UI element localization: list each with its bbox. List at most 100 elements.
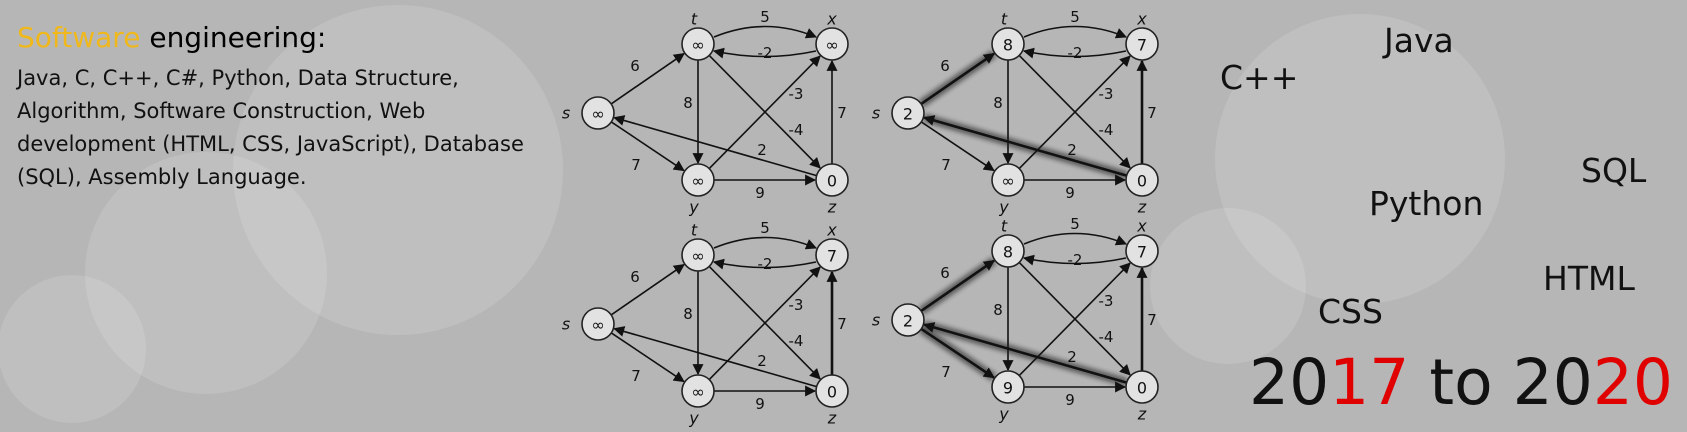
edge-weight: 7 — [631, 367, 641, 385]
node-distance: 7 — [1137, 243, 1147, 262]
edge-arrow — [920, 327, 995, 379]
node-label: t — [691, 221, 698, 240]
edge-arrow — [610, 121, 685, 172]
edge-weight: 8 — [993, 94, 1003, 112]
node-distance: ∞ — [691, 247, 704, 266]
graph-node — [991, 27, 1025, 61]
node-distance: ∞ — [591, 105, 604, 124]
graph-node — [991, 370, 1025, 404]
edge-arrow — [712, 258, 817, 270]
node-label: t — [1001, 10, 1008, 29]
graph-node — [681, 163, 715, 197]
tech-word-css: CSS — [1318, 292, 1383, 331]
bg-circle — [233, 5, 563, 335]
edge-weight: -2 — [1068, 44, 1083, 62]
node-distance: 2 — [903, 312, 913, 331]
edge-weight: 7 — [631, 156, 641, 174]
node-label: s — [872, 311, 880, 330]
edge-weight: 2 — [1067, 141, 1077, 159]
edge-weight: -4 — [789, 121, 804, 139]
node-label: z — [1137, 405, 1147, 424]
edge-weight: 6 — [940, 264, 950, 282]
node-distance: ∞ — [691, 383, 704, 402]
node-distance: 2 — [903, 105, 913, 124]
edge-arrow — [1022, 47, 1127, 59]
node-distance: ∞ — [691, 172, 704, 191]
bg-circle — [1215, 14, 1505, 304]
graph-node — [1125, 27, 1159, 61]
graph-node — [815, 27, 849, 61]
graph-node — [681, 374, 715, 408]
edge-weight: 5 — [760, 8, 770, 26]
edge-arrow — [610, 52, 685, 105]
edge-weight: 5 — [760, 219, 770, 237]
graph-node — [581, 307, 615, 341]
graph-node — [815, 374, 849, 408]
node-distance: 0 — [1137, 172, 1147, 191]
edge-arrow — [610, 263, 685, 316]
edge-arrow — [920, 259, 995, 312]
node-distance: ∞ — [1001, 172, 1014, 191]
node-distance: ∞ — [825, 36, 838, 55]
edge-weight: -4 — [1099, 121, 1114, 139]
edge-weight: 7 — [1147, 311, 1157, 329]
graph-node — [991, 163, 1025, 197]
year-separator: to — [1409, 346, 1513, 419]
node-label: z — [827, 409, 837, 428]
year-part: 20 — [1249, 346, 1330, 419]
edge-weight: 6 — [630, 268, 640, 286]
edge-arrow — [923, 322, 1127, 384]
node-distance: 9 — [1003, 379, 1013, 398]
bg-circle — [0, 275, 146, 423]
edge-weight: 2 — [757, 141, 767, 159]
node-distance: 0 — [1137, 379, 1147, 398]
edge-weight: -3 — [1099, 292, 1114, 310]
edge-weight: -3 — [789, 85, 804, 103]
edge-arrow — [923, 115, 1127, 177]
graph-node — [891, 96, 925, 130]
edge-weight: 9 — [755, 395, 765, 413]
graph-node — [815, 163, 849, 197]
edge-weight: 6 — [630, 57, 640, 75]
bg-circle — [85, 152, 327, 394]
edge-arrow — [713, 236, 818, 250]
edge-weight: 7 — [837, 104, 847, 122]
edge-weight: 6 — [940, 57, 950, 75]
node-label: z — [827, 198, 837, 217]
node-label: x — [1136, 217, 1147, 236]
node-label: y — [688, 198, 699, 217]
heading-highlight: Software — [17, 21, 141, 54]
edge-arrow — [613, 115, 817, 177]
node-label: s — [562, 104, 570, 123]
graph-node — [815, 238, 849, 272]
years-range: 2017 to 2020 — [1249, 347, 1673, 419]
edge-weight: 2 — [757, 352, 767, 370]
node-distance: 0 — [827, 383, 837, 402]
node-distance: 0 — [827, 172, 837, 191]
edge-weight: 9 — [1065, 391, 1075, 409]
node-distance: 7 — [827, 247, 837, 266]
edge-weight: 7 — [1147, 104, 1157, 122]
node-label: z — [1137, 198, 1147, 217]
edge-weight: 8 — [683, 305, 693, 323]
bg-circle — [1150, 208, 1306, 364]
graph-node — [681, 27, 715, 61]
node-label: t — [691, 10, 698, 29]
graph-node — [1125, 234, 1159, 268]
edge-arrow — [613, 326, 817, 388]
graph-node — [991, 234, 1025, 268]
edge-weight: -2 — [758, 255, 773, 273]
edge-weight: 7 — [837, 315, 847, 333]
tech-word-html: HTML — [1543, 259, 1635, 298]
edge-weight: -4 — [1099, 328, 1114, 346]
edge-weight: 8 — [683, 94, 693, 112]
year-part: 20 — [1512, 346, 1593, 419]
graph-node — [681, 238, 715, 272]
node-label: s — [562, 315, 570, 334]
tech-word-java: Java — [1384, 21, 1454, 60]
edge-weight: 7 — [941, 156, 951, 174]
